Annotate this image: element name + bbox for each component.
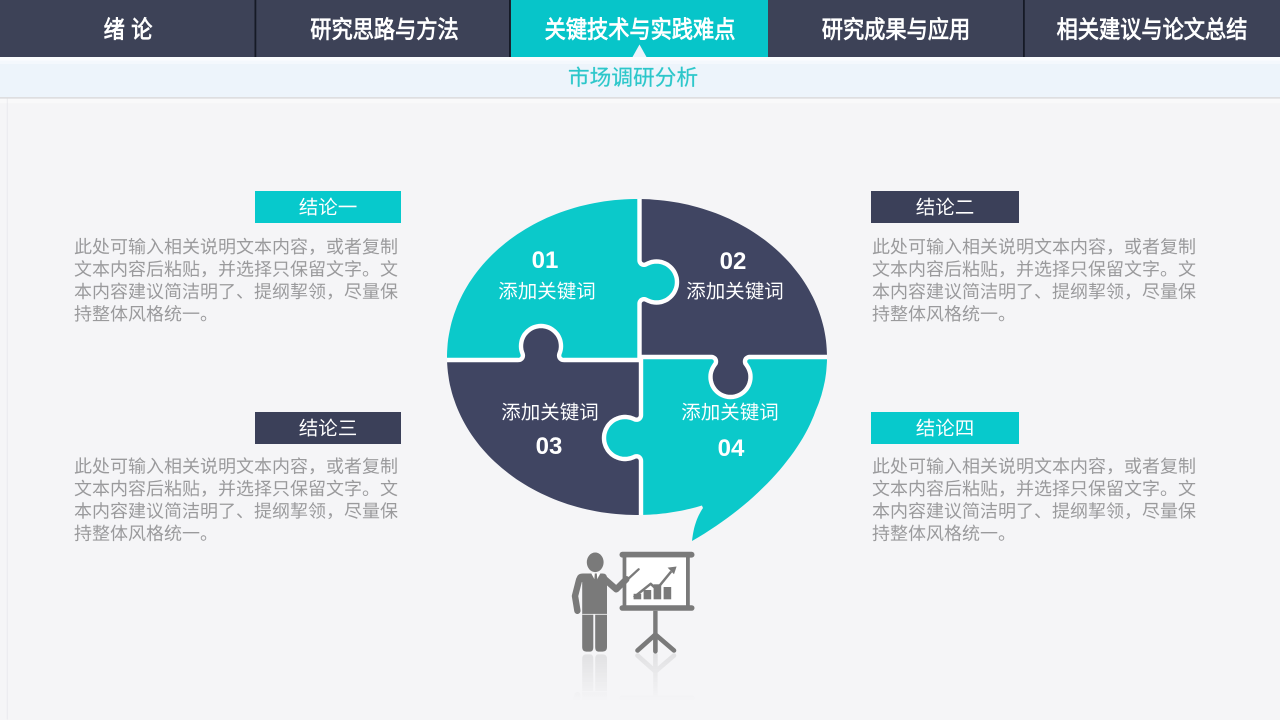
svg-text:03: 03 [536,433,563,460]
svg-text:04: 04 [718,435,745,462]
svg-text:02: 02 [720,248,747,275]
svg-text:01: 01 [532,247,559,274]
